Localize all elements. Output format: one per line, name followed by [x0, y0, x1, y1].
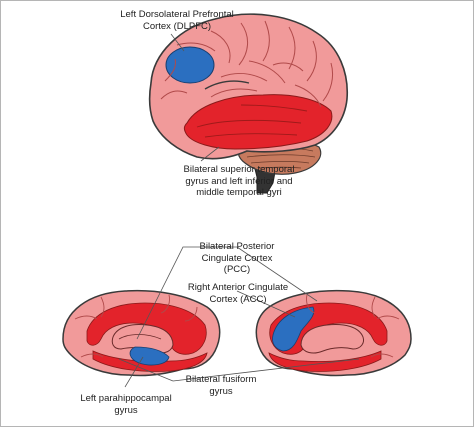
left-parahippocampal-region	[129, 346, 170, 366]
dlpfc-label: Left Dorsolateral Prefrontal Cortex (DLP…	[120, 9, 234, 32]
lateral-brain	[148, 13, 349, 194]
acc-label: Right Anterior Cingulate Cortex (ACC)	[187, 282, 289, 305]
right-acc-region	[272, 306, 315, 352]
fusiform-label: Bilateral fusiform gyrus	[185, 374, 257, 397]
temporal-label: Bilateral superior temporal gyrus and le…	[183, 164, 295, 198]
pcc-label: Bilateral Posterior Cingulate Cortex (PC…	[199, 241, 275, 275]
parahippocampal-label: Left parahippocampal gyrus	[80, 393, 172, 416]
left-medial-hemisphere	[62, 289, 221, 377]
leader-lines	[118, 33, 360, 388]
dlpfc-region	[165, 46, 215, 84]
